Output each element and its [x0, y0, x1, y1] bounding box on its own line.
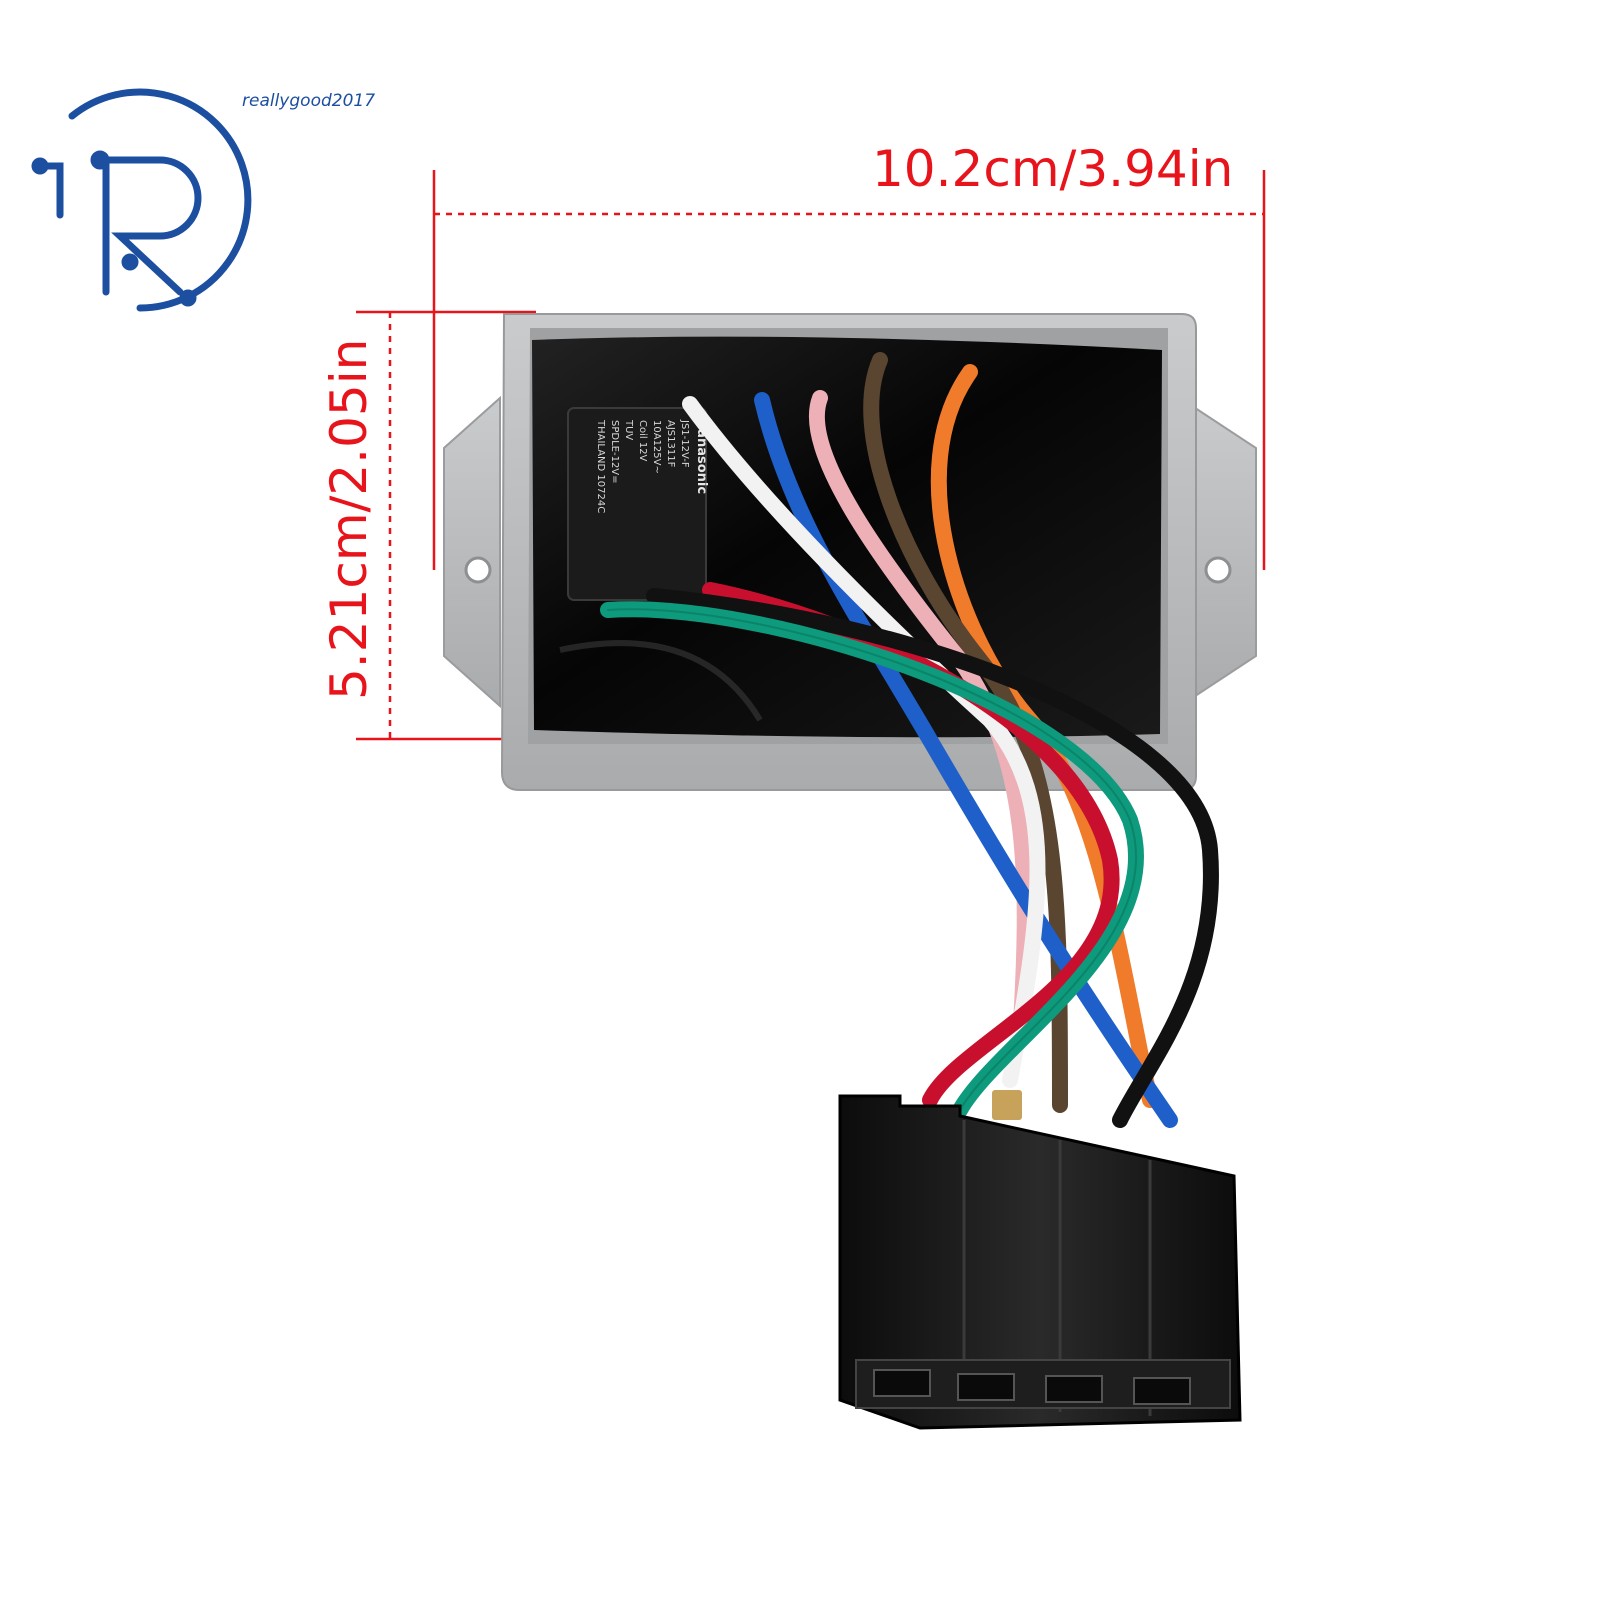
crimp-terminal: [992, 1090, 1022, 1120]
relay: Panasonic JS1-12V-F AJS1311F 10A125V~ Co…: [567, 407, 709, 601]
watermark-brand: reallygood2017: [242, 91, 375, 111]
height-label: 5.21cm/2.05in: [320, 339, 378, 700]
connector-slot-3: [1045, 1375, 1103, 1403]
module-housing: [443, 313, 1257, 791]
width-label: 10.2cm/3.94in: [872, 140, 1233, 198]
left-mounting-hole: [464, 556, 492, 584]
connector-slot-1: [873, 1369, 931, 1397]
potting-highlight: [559, 640, 763, 722]
relay-line-2: AJS1311F: [665, 420, 676, 468]
relay-line-3: 10A125V~: [651, 420, 662, 474]
connector-slot-4: [1133, 1377, 1191, 1405]
relay-line-5: TUV: [623, 419, 634, 440]
r-circuit-logo-icon: [31, 88, 252, 312]
left-mounting-flange: [443, 395, 501, 709]
connector-body: [838, 1094, 1242, 1430]
connector-slot-2: [957, 1373, 1015, 1401]
wire-harness: [600, 352, 1219, 1128]
relay-brand: Panasonic: [694, 420, 709, 494]
wire-connector: [838, 1094, 1242, 1430]
wire-green-outline: [607, 608, 1138, 1111]
relay-line-4: Coil 12V: [637, 420, 648, 462]
wire-white: [682, 396, 1046, 1088]
relay-line-6: SPDLE-12V=: [609, 420, 620, 484]
relay-body: [567, 407, 707, 601]
wire-blue: [754, 392, 1178, 1128]
watermark-logo: reallygood2017: [31, 88, 375, 312]
relay-line-1: JS1-12V-F: [679, 419, 690, 468]
wire-black: [646, 588, 1219, 1128]
relay-line-7: THAILAND 10724C: [595, 419, 606, 513]
width-dimension: [432, 170, 1266, 570]
right-mounting-hole: [1204, 556, 1232, 584]
